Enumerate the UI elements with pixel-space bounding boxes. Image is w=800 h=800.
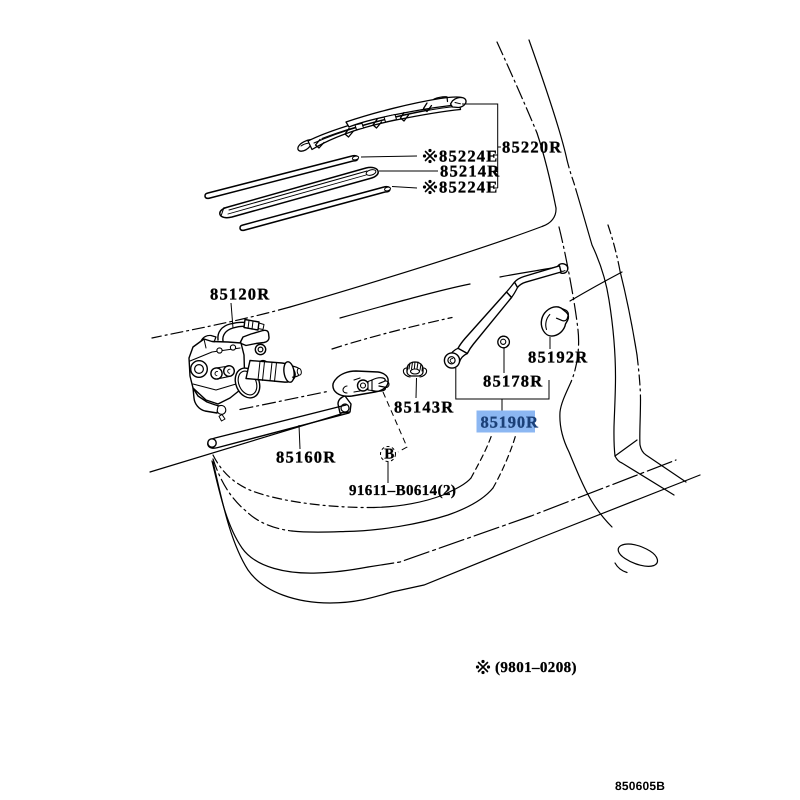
svg-text:85190R: 85190R: [481, 413, 539, 432]
svg-text:B: B: [384, 447, 394, 463]
svg-text:85224E: 85224E: [439, 178, 498, 197]
svg-text:(9801–0208): (9801–0208): [495, 660, 577, 676]
svg-text:85178R: 85178R: [483, 372, 543, 391]
svg-text:85160R: 85160R: [276, 448, 336, 467]
svg-text:85214R: 85214R: [440, 162, 500, 181]
svg-text:85192R: 85192R: [528, 348, 588, 367]
svg-text:85143R: 85143R: [394, 398, 454, 417]
svg-text:85224E: 85224E: [439, 147, 498, 166]
svg-text:85120R: 85120R: [210, 285, 270, 304]
svg-text:91611–B0614(2): 91611–B0614(2): [349, 483, 456, 499]
svg-text:850605B: 850605B: [615, 779, 665, 793]
svg-text:85220R: 85220R: [502, 138, 562, 157]
